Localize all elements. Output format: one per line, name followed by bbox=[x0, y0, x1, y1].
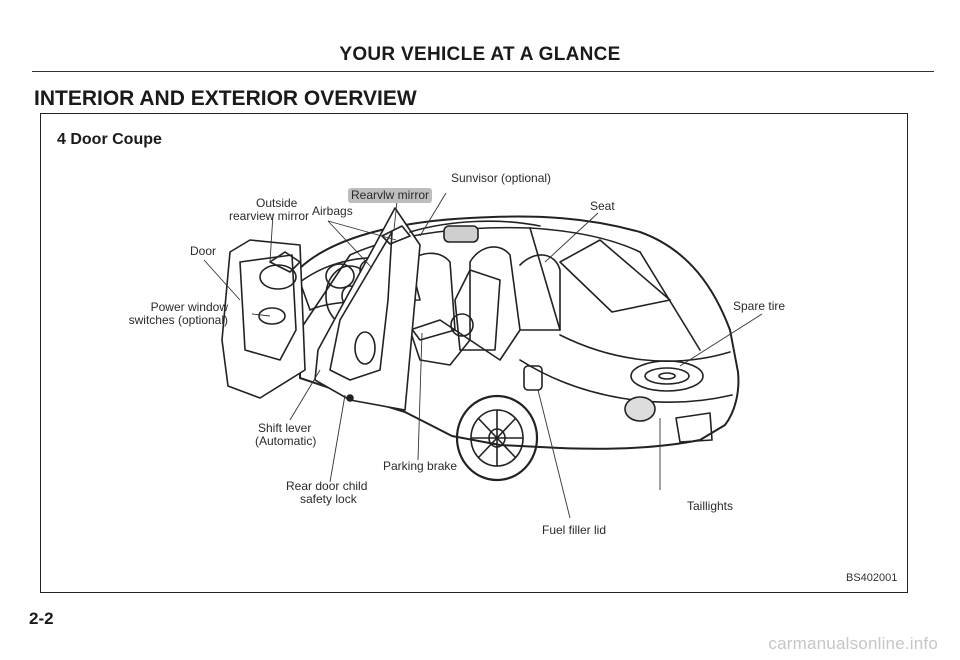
label-power-window-2: switches (optional) bbox=[128, 313, 228, 327]
page-number: 2-2 bbox=[29, 609, 54, 628]
label-parking-brake: Parking brake bbox=[383, 459, 458, 473]
section-title: INTERIOR AND EXTERIOR OVERVIEW bbox=[34, 87, 417, 110]
page-header: YOUR VEHICLE AT A GLANCE bbox=[339, 44, 621, 65]
label-airbags: Airbags bbox=[312, 204, 353, 218]
header-rule bbox=[32, 71, 934, 72]
label-spare-tire: Spare tire bbox=[733, 299, 786, 313]
label-rear-door-1: Rear door child bbox=[286, 479, 368, 493]
label-shift-lever-1: Shift lever bbox=[258, 421, 312, 435]
label-outside-mirror-2: rearview mirror bbox=[229, 209, 310, 223]
label-rearview-mirror: Rearvlw mirror bbox=[348, 188, 432, 203]
label-door: Door bbox=[190, 244, 217, 258]
watermark[interactable]: carmanualsonline.info bbox=[768, 634, 938, 653]
label-seat: Seat bbox=[590, 199, 615, 213]
label-sunvisor: Sunvisor (optional) bbox=[451, 171, 552, 185]
label-outside-mirror-1: Outside bbox=[256, 196, 298, 210]
label-fuel-filler-lid: Fuel filler lid bbox=[542, 523, 607, 537]
figure-subtitle: 4 Door Coupe bbox=[57, 131, 162, 148]
label-taillights: Taillights bbox=[687, 499, 734, 513]
label-rear-door-2: safety lock bbox=[300, 492, 357, 506]
figure-frame bbox=[40, 113, 908, 593]
label-shift-lever-2: (Automatic) bbox=[255, 434, 317, 448]
figure-code: BS402001 bbox=[846, 572, 898, 584]
label-power-window-1: Power window bbox=[150, 300, 228, 314]
